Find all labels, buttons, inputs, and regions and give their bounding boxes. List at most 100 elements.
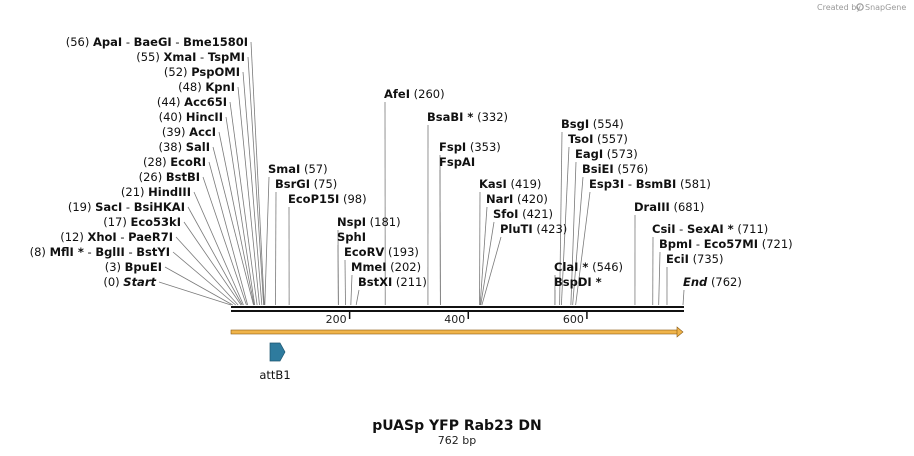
site-label[interactable]: EcoRV (193) bbox=[344, 245, 419, 259]
leader-line bbox=[658, 251, 661, 306]
site-position: (423) bbox=[536, 222, 567, 236]
site-label[interactable]: BsgI (554) bbox=[561, 117, 624, 131]
site-label-text: KasI (419) bbox=[479, 177, 541, 191]
site-label-text: (8) MflI * - BglII - BstYI bbox=[30, 245, 170, 259]
enzyme-name: PspOMI bbox=[191, 65, 240, 79]
site-label[interactable]: Esp3I - BsmBI (581) bbox=[589, 177, 711, 191]
site-label[interactable]: BsaBI * (332) bbox=[427, 110, 508, 124]
leader-line bbox=[212, 146, 254, 306]
site-position: (55) bbox=[136, 50, 160, 64]
site-label[interactable]: (48) KpnI bbox=[178, 80, 235, 94]
leader-line bbox=[560, 146, 570, 306]
site-label[interactable]: (44) Acc65I bbox=[157, 95, 227, 109]
site-position: (44) bbox=[157, 95, 181, 109]
site-label[interactable]: KasI (419) bbox=[479, 177, 541, 191]
enzyme-name: BsaBI * bbox=[427, 110, 473, 124]
site-label-text: (38) SalI bbox=[158, 140, 210, 154]
site-label[interactable]: (17) Eco53kI bbox=[103, 215, 181, 229]
site-label[interactable]: (52) PspOMI bbox=[164, 65, 240, 79]
site-label[interactable]: (28) EcoRI bbox=[143, 155, 206, 169]
site-label[interactable]: BsrGI (75) bbox=[275, 177, 337, 191]
site-label[interactable]: PluTI (423) bbox=[500, 222, 567, 236]
leader-line bbox=[247, 56, 265, 306]
leader-line bbox=[172, 251, 237, 306]
site-label[interactable]: MmeI (202) bbox=[351, 260, 421, 274]
site-label-text: End (762) bbox=[683, 275, 742, 289]
site-label[interactable]: BpmI - Eco57MI (721) bbox=[659, 237, 793, 251]
site-position: (546) bbox=[592, 260, 623, 274]
enzyme-name: BaeGI bbox=[134, 35, 172, 49]
site-label[interactable]: (12) XhoI - PaeR7I bbox=[60, 230, 173, 244]
site-label-text: AfeI (260) bbox=[384, 87, 445, 101]
site-position: (573) bbox=[607, 147, 638, 161]
enzyme-name: Eco57MI bbox=[704, 237, 758, 251]
enzyme-name: NarI bbox=[486, 192, 513, 206]
site-position: (211) bbox=[396, 275, 427, 289]
site-label-text: (55) XmaI - TspMI bbox=[136, 50, 245, 64]
site-label[interactable]: CsiI - SexAI * (711) bbox=[652, 222, 768, 236]
site-label[interactable]: TsoI (557) bbox=[568, 132, 628, 146]
site-position: (554) bbox=[593, 117, 624, 131]
site-label-text: EciI (735) bbox=[666, 252, 724, 266]
site-label[interactable]: (26) BstBI bbox=[139, 170, 200, 184]
enzyme-name: Start bbox=[123, 275, 156, 289]
snapgene-logo[interactable]: SnapGene bbox=[856, 3, 907, 12]
site-label[interactable]: EcoP15I (98) bbox=[288, 192, 367, 206]
site-position: (557) bbox=[597, 132, 628, 146]
enzyme-separator: - bbox=[117, 230, 128, 244]
site-label[interactable]: (38) SalI bbox=[158, 140, 210, 154]
enzyme-name: DraIII bbox=[634, 200, 670, 214]
orf-arrowhead bbox=[676, 326, 684, 338]
site-position: (353) bbox=[470, 140, 501, 154]
site-label-text: BsiEI (576) bbox=[582, 162, 648, 176]
site-label[interactable]: (56) ApaI - BaeGI - Bme1580I bbox=[66, 35, 248, 49]
leader-line bbox=[559, 131, 563, 306]
site-label[interactable]: BstXI (211) bbox=[358, 275, 427, 289]
site-label[interactable]: FspI (353) bbox=[439, 140, 501, 154]
site-label[interactable]: (40) HincII bbox=[159, 110, 223, 124]
site-label[interactable]: BspDI * bbox=[554, 275, 602, 289]
enzyme-name: BstXI bbox=[358, 275, 392, 289]
site-label[interactable]: NspI (181) bbox=[337, 215, 401, 229]
site-position: (17) bbox=[103, 215, 127, 229]
site-label-text: (56) ApaI - BaeGI - Bme1580I bbox=[66, 35, 248, 49]
site-label-text: NspI (181) bbox=[337, 215, 401, 229]
enzyme-separator: - bbox=[122, 35, 133, 49]
site-label[interactable]: (21) HindIII bbox=[121, 185, 191, 199]
site-label[interactable]: End (762) bbox=[683, 275, 742, 289]
site-label[interactable]: EciI (735) bbox=[666, 252, 724, 266]
site-label[interactable]: (55) XmaI - TspMI bbox=[136, 50, 245, 64]
site-label[interactable]: AfeI (260) bbox=[384, 87, 445, 101]
site-label[interactable]: SmaI (57) bbox=[268, 162, 328, 176]
site-label[interactable]: DraIII (681) bbox=[634, 200, 704, 214]
site-position: (735) bbox=[693, 252, 724, 266]
site-label[interactable]: (3) BpuEI bbox=[105, 260, 162, 274]
enzyme-name: AccI bbox=[189, 125, 216, 139]
site-label[interactable]: (8) MflI * - BglII - BstYI bbox=[30, 245, 170, 259]
ruler-tick-label: 600 bbox=[563, 313, 584, 326]
site-label[interactable]: SfoI (421) bbox=[493, 207, 553, 221]
site-label-text: (52) PspOMI bbox=[164, 65, 240, 79]
feature-attb1[interactable]: attB1 bbox=[259, 342, 291, 382]
site-label[interactable]: FspAI bbox=[439, 155, 475, 169]
site-label[interactable]: NarI (420) bbox=[486, 192, 548, 206]
site-position: (581) bbox=[680, 177, 711, 191]
enzyme-name: Esp3I bbox=[589, 177, 624, 191]
site-label[interactable]: (19) SacI - BsiHKAI bbox=[68, 200, 185, 214]
enzyme-name: Bme1580I bbox=[183, 35, 248, 49]
site-label-text: BsaBI * (332) bbox=[427, 110, 508, 124]
site-label[interactable]: (39) AccI bbox=[162, 125, 216, 139]
site-label[interactable]: BsiEI (576) bbox=[582, 162, 648, 176]
site-label[interactable]: ClaI * (546) bbox=[554, 260, 623, 274]
backbone-bottom-strand bbox=[231, 310, 684, 312]
site-label[interactable]: SphI bbox=[337, 230, 366, 244]
site-position: (75) bbox=[314, 177, 338, 191]
leader-line bbox=[218, 131, 255, 306]
site-position: (332) bbox=[477, 110, 508, 124]
site-label[interactable]: EagI (573) bbox=[575, 147, 638, 161]
orf-bar[interactable] bbox=[230, 329, 679, 335]
leader-line bbox=[570, 161, 577, 306]
site-label-text: (21) HindIII bbox=[121, 185, 191, 199]
site-label-text: ClaI * (546) bbox=[554, 260, 623, 274]
site-label[interactable]: (0) Start bbox=[103, 275, 156, 289]
